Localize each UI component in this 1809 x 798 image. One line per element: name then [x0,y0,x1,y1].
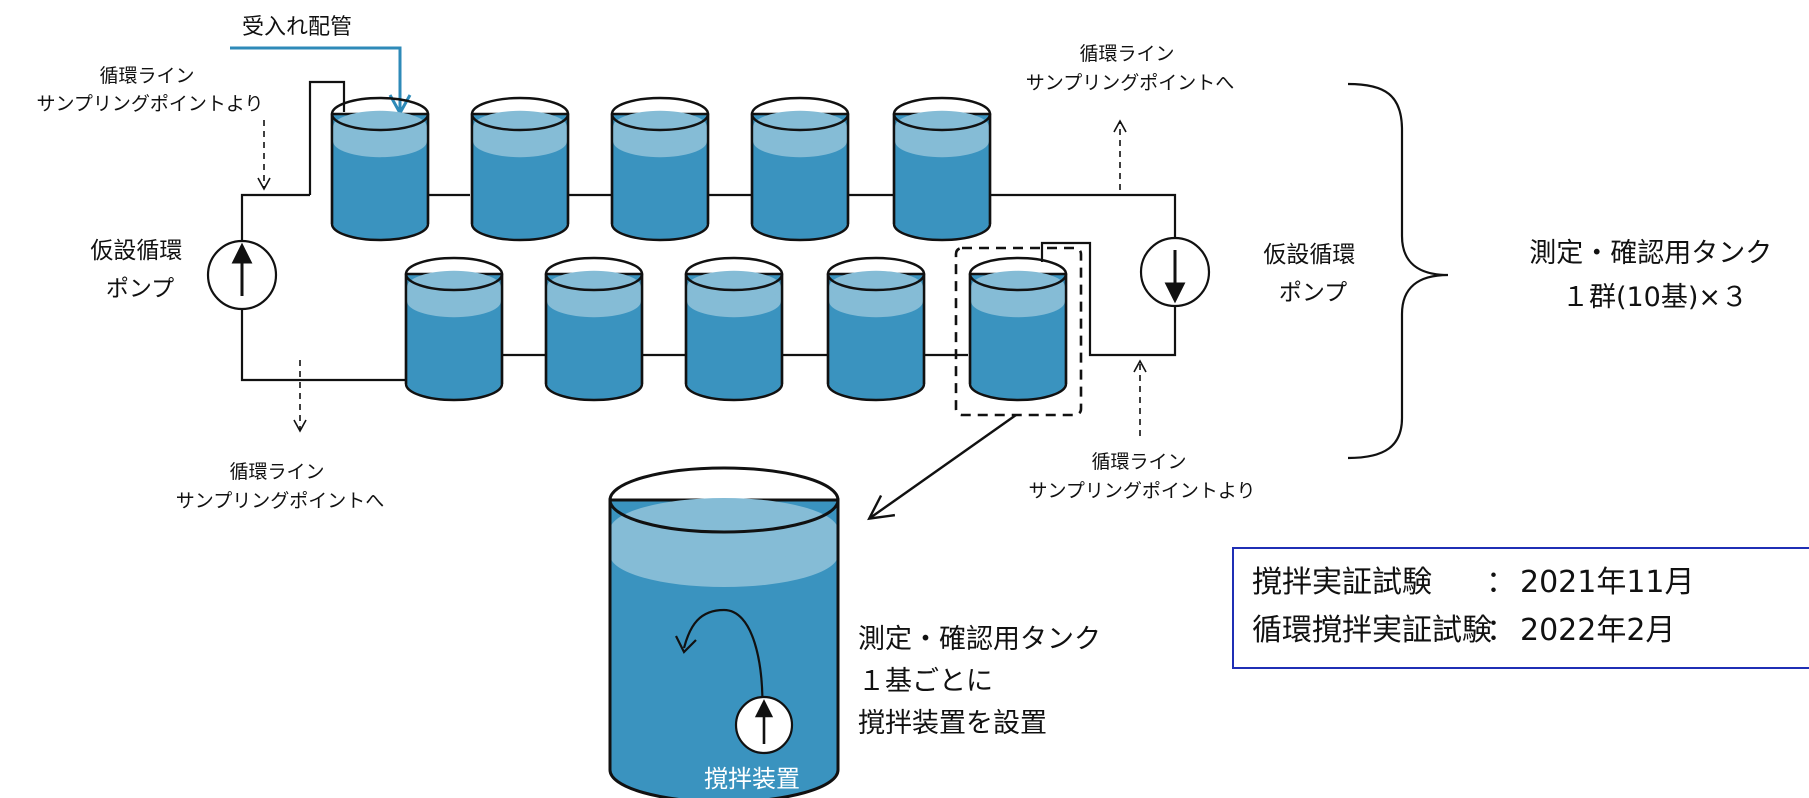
pump-right-label: 仮設循環 ポンプ [1263,242,1362,306]
tank [684,256,784,402]
intake-pipe [230,46,412,117]
schedule-item-name: 循環撹拌実証試験 [1252,613,1492,648]
group-brace [1347,82,1449,460]
test-schedule: 撹拌実証試験 ： 2021年11月 循環撹拌実証試験 ： 2022年2月 [1252,565,1695,648]
tank [404,256,504,402]
sampling-from-top-left: 循環ライン サンプリングポイントより [36,65,263,115]
up-arrow-icon [754,699,774,744]
tank [610,96,710,242]
tank-row-top [330,96,992,242]
schedule-item-sep: ： [1486,565,1516,600]
mixing-flow-arrow [682,608,764,723]
schedule-item-date: 2021年11月 [1520,565,1695,600]
tank-row-bottom [404,256,1068,402]
tank-group-label: 測定・確認用タンク １群(10基)×３ [1529,238,1781,313]
tank [330,96,430,242]
sampling-to-bottom-left: 循環ライン サンプリングポイントへ [176,461,384,512]
intake-pipe-label: 受入れ配管 [242,15,352,40]
tank [968,256,1068,402]
sampling-lines [257,119,1147,436]
pump-left [206,239,278,311]
schedule-item-name: 撹拌実証試験 [1252,565,1432,600]
tank-detail-label: 測定・確認用タンク １基ごとに 撹拌装置を設置 [858,624,1110,739]
sampling-to-top-right: 循環ライン サンプリングポイントへ [1026,43,1234,94]
tank [826,256,926,402]
enlarge-arrow [867,414,1017,521]
test-schedule-box [1232,547,1809,669]
pump-left-label: 仮設循環 ポンプ [90,238,189,302]
schedule-item-date: 2022年2月 [1520,613,1675,648]
tank [544,256,644,402]
sampling-from-bottom-right: 循環ライン サンプリングポイントより [1028,451,1255,502]
agitator-label: 撹拌装置 [704,765,800,793]
up-arrow-icon [231,242,253,296]
down-arrow-icon [1164,250,1186,304]
selected-tank-highlight [954,246,1083,417]
tank [750,96,850,242]
schedule-item-sep: ： [1486,613,1516,648]
tank [892,96,992,242]
tank [470,96,570,242]
enlarged-tank: 撹拌装置 [608,466,840,798]
pump-right [1139,236,1211,308]
